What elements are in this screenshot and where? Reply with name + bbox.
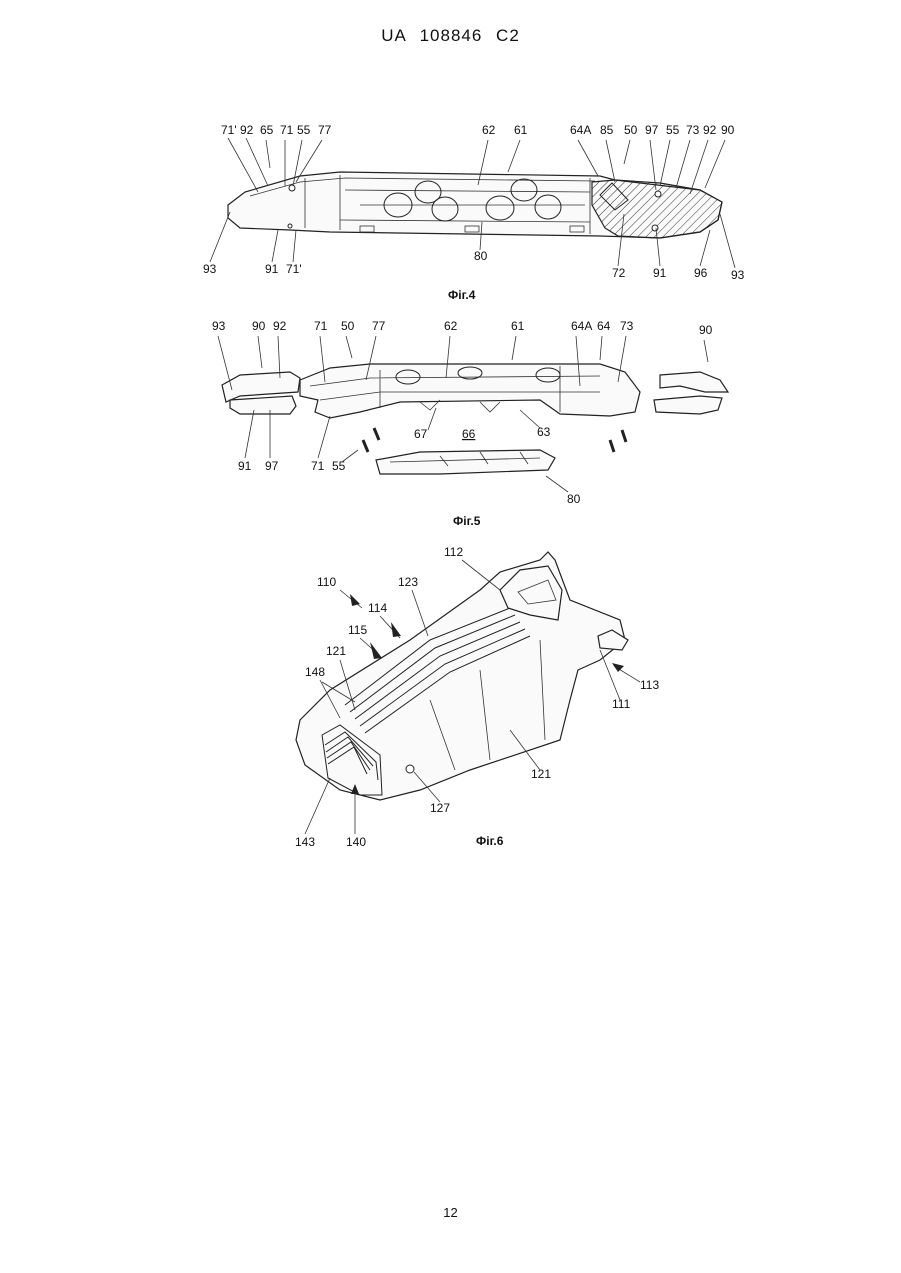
figure-5: 93 90 92 71 50 77 62 61 64A 64 73 90 67 … [212,319,728,528]
fig6-label: 121 [326,644,346,658]
fig5-label: 93 [212,319,226,333]
fig4-label: 71' [286,262,302,276]
fig4-label: 71 [280,123,294,137]
figure-4: 71' 92 65 71 55 77 62 61 64A 85 50 97 55… [203,123,745,302]
fig4-label: 64A [570,123,591,137]
fig5-label: 66 [462,427,476,441]
fig4-label: 72 [612,266,626,280]
fig4-label: 62 [482,123,496,137]
fig4-label: 55 [297,123,311,137]
fig6-label: 143 [295,835,315,849]
fig4-label: 71' [221,123,237,137]
figure-6: 112 110 123 114 115 121 148 113 111 121 … [295,545,659,849]
fig6-label: 112 [444,545,463,559]
fig4-label: 73 [686,123,700,137]
fig5-label: 64A [571,319,592,333]
fig4-label: 92 [703,123,717,137]
fig4-label: 91 [653,266,667,280]
fig4-label: 97 [645,123,659,137]
fig5-label: 91 [238,459,252,473]
fig4-label: 96 [694,266,708,280]
fig6-label: 110 [317,575,336,589]
fig5-label: 64 [597,319,611,333]
fig5-label: 77 [372,319,386,333]
fig5-label: 80 [567,492,581,506]
fig5-label: 62 [444,319,458,333]
fig5-label: 71 [314,319,328,333]
fig5-label: 71 [311,459,325,473]
fig4-label: 55 [666,123,680,137]
fig5-label: 67 [414,427,428,441]
fig4-label: 92 [240,123,254,137]
fig4-label: 91 [265,262,279,276]
fig4-label: 50 [624,123,638,137]
fig6-label: 111 [612,697,631,711]
fig4-label: 80 [474,249,488,263]
fig6-label: 148 [305,665,325,679]
fig4-label: 93 [731,268,745,282]
fig5-label: 73 [620,319,634,333]
fig5-label: 90 [252,319,266,333]
fig6-label: 114 [368,601,387,615]
fig5-label: 92 [273,319,287,333]
fig5-label: 90 [699,323,713,337]
fig6-caption: Фіг.6 [476,834,504,848]
fig5-label: 61 [511,319,525,333]
fig6-label: 140 [346,835,366,849]
fig4-label: 65 [260,123,274,137]
fig5-caption: Фіг.5 [453,514,481,528]
fig6-label: 123 [398,575,418,589]
fig6-label: 113 [640,678,659,692]
fig5-label: 97 [265,459,279,473]
fig6-label: 121 [531,767,551,781]
fig4-label: 77 [318,123,332,137]
fig4-label: 61 [514,123,528,137]
fig6-label: 127 [430,801,450,815]
page-number: 12 [0,1205,901,1220]
fig4-caption: Фіг.4 [448,288,476,302]
fig5-label: 50 [341,319,355,333]
fig4-label: 85 [600,123,614,137]
fig4-label: 93 [203,262,217,276]
fig6-label: 115 [348,623,367,637]
fig4-label: 90 [721,123,735,137]
